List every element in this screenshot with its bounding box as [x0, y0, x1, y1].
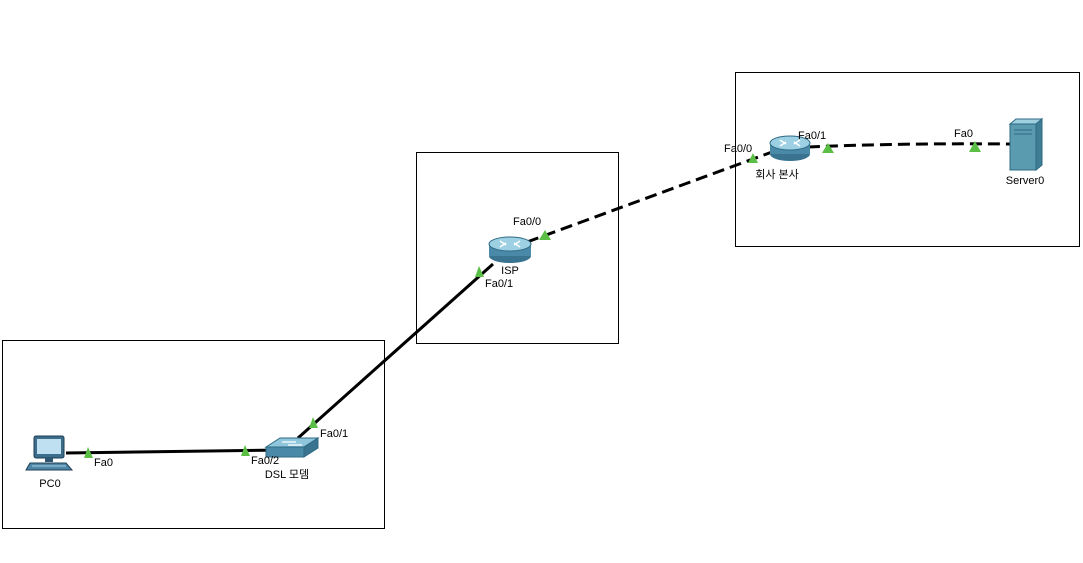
port-status-modem-fa02	[241, 445, 250, 456]
port-label-modem-fa01: Fa0/1	[320, 428, 349, 440]
device-label-modem: DSL 모뎀	[264, 469, 310, 481]
router-icon[interactable]	[769, 135, 811, 161]
port-label-modem-fa02: Fa0/2	[251, 455, 280, 467]
device-label-isp: ISP	[501, 265, 519, 277]
link-modem-isp[interactable]	[297, 262, 494, 440]
server-icon[interactable]	[1008, 117, 1044, 172]
port-label-isp-fa00: Fa0/0	[513, 216, 542, 228]
device-label-server: Server0	[1005, 175, 1045, 187]
port-label-hq-fa00: Fa0/0	[724, 143, 753, 155]
port-status-hq-fa00	[748, 153, 758, 163]
switch-icon[interactable]	[264, 437, 320, 458]
port-status-isp-fa01	[475, 266, 484, 277]
device-label-pc: PC0	[39, 478, 61, 490]
isp-area-box	[416, 152, 619, 344]
link-isp-hq[interactable]	[526, 150, 773, 244]
pc-icon[interactable]	[25, 435, 74, 471]
router-icon[interactable]	[488, 236, 532, 263]
port-label-pc-fa0: Fa0	[94, 457, 113, 469]
port-status-pc-fa0	[84, 447, 93, 458]
port-status-server-fa0	[969, 141, 981, 152]
link-hq-server[interactable]	[807, 142, 1011, 149]
port-status-hq-fa01	[822, 143, 834, 153]
hq-area-box	[735, 72, 1080, 247]
port-label-isp-fa01: Fa0/1	[485, 278, 514, 290]
link-pc-modem[interactable]	[65, 448, 283, 455]
home-area-box	[2, 340, 385, 529]
device-label-hq: 회사 본사	[755, 169, 799, 181]
port-status-modem-fa01	[309, 417, 318, 428]
port-label-server-fa0: Fa0	[954, 128, 973, 140]
port-status-isp-fa00	[539, 230, 551, 240]
port-label-hq-fa01: Fa0/1	[798, 130, 827, 142]
